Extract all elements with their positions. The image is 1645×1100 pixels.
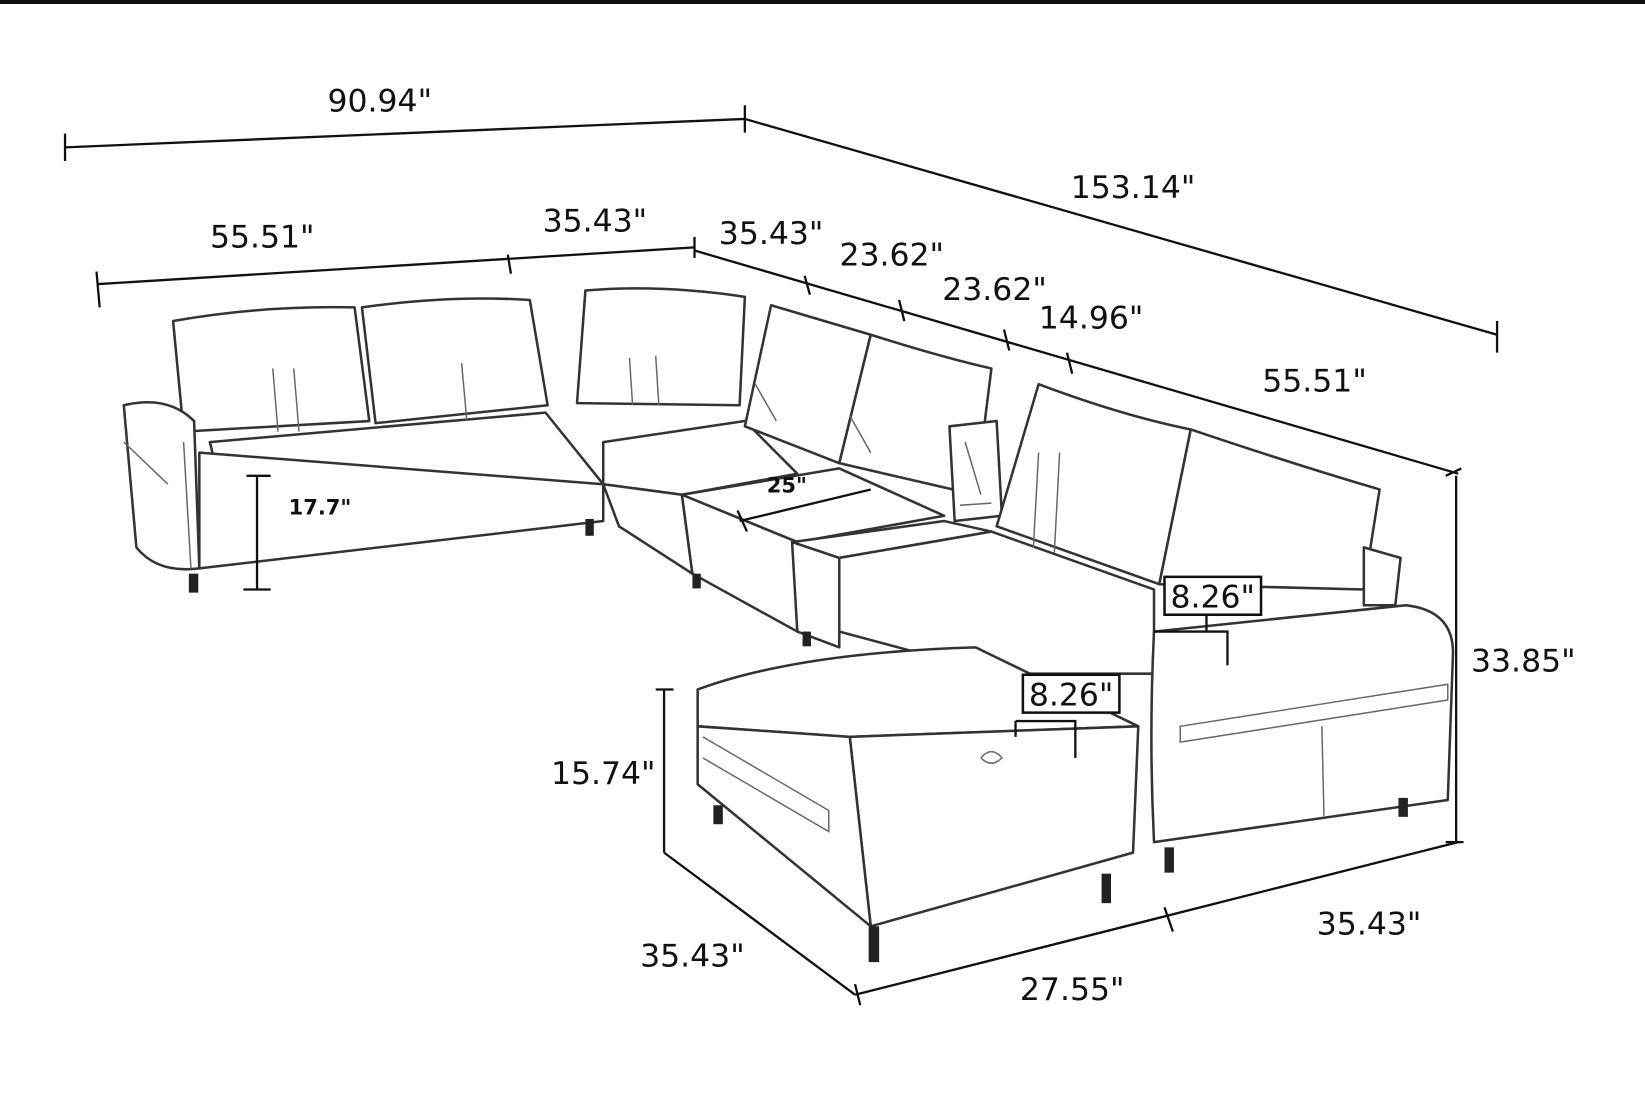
dim-chaise-width: 27.55" [1020,972,1125,1008]
dim-overall-right-length: 153.14" [1071,170,1196,206]
corner-base [601,482,694,575]
sofa-illustration [122,287,1455,963]
sofa-leg [1164,847,1174,873]
dimension-lines [63,105,1499,1006]
sofa-leg [692,573,701,589]
chaise-seat [696,646,1140,739]
sofa-leg [1398,797,1408,817]
dim-left-seat-width: 55.51" [210,219,315,255]
top-border [0,0,1645,4]
dim-middle-seat-b: 23.62" [942,272,1047,308]
dim-right-seat-width: 55.51" [1262,364,1367,400]
sofa-leg [585,518,594,536]
console [948,419,1004,523]
dim-chaise-height: 15.74" [551,756,656,792]
sofa-leg [868,926,880,963]
dim-seat-height: 17.7" [289,495,352,520]
dim-chaise-depth: 35.43" [640,938,745,974]
sofa-leg [713,805,723,825]
label-box [1163,575,1263,616]
label-box [1021,673,1121,714]
dim-middle-seat-a: 23.62" [839,237,944,273]
right-back-cushion-2 [1158,428,1381,591]
left-back-cushion [171,305,371,433]
left-back-cushion-2 [360,297,549,425]
dim-right-corner-width: 35.43" [719,216,824,252]
sofa-leg [188,573,199,593]
dim-seat-depth: 25" [767,473,807,498]
sofa-leg [802,631,811,647]
left-corner-cushion [575,287,747,407]
dim-overall-left-width: 90.94" [328,84,433,120]
dim-left-corner-width: 35.43" [543,204,648,240]
console-base [790,540,841,649]
dim-armrest-width-right: 8.26" [1171,579,1256,615]
dim-armrest-width-chaise: 8.26" [1029,677,1114,713]
dim-right-module-depth: 35.43" [1317,907,1422,943]
dim-back-height: 33.85" [1471,644,1576,680]
left-arm [122,401,201,571]
right-back-frame [1362,546,1402,607]
left-base [198,451,605,570]
dim-console-width: 14.96" [1039,300,1144,336]
chaise-front [848,725,1140,928]
sofa-leg [1101,873,1112,904]
